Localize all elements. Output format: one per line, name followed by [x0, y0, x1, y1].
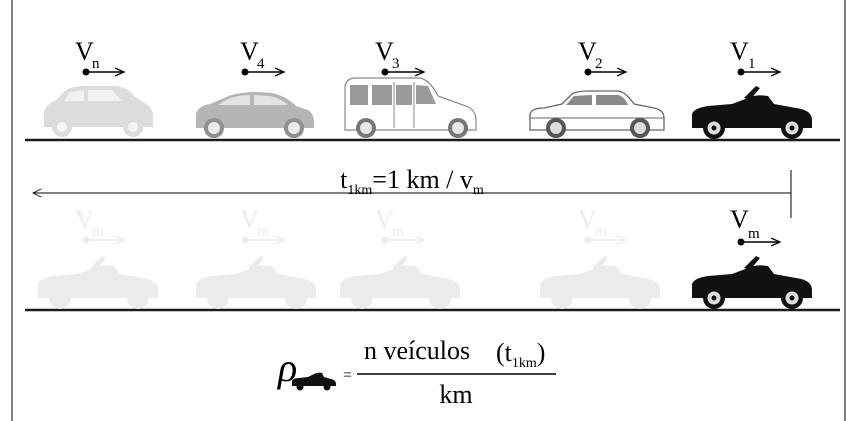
velocity-sub: 1 — [748, 56, 756, 72]
denominator-text: km — [439, 380, 472, 409]
car-vm-icon — [692, 256, 812, 309]
ghost-car-icon — [196, 256, 316, 309]
paren-open: (t — [496, 338, 513, 367]
ghost-car-icon — [340, 256, 460, 309]
ghost-velocity-label: V m — [75, 205, 124, 244]
velocity-label-vn: V n — [75, 37, 124, 76]
car-vn-icon — [44, 86, 153, 137]
velocity-sub: n — [92, 56, 100, 72]
velocity-sub: m — [748, 226, 760, 242]
velocity-sub: 3 — [392, 56, 400, 72]
equals-sign: = — [343, 367, 352, 384]
v-subscript: m — [473, 183, 484, 198]
velocity-sub: m — [595, 224, 607, 240]
density-car-icon — [292, 373, 336, 391]
time-span-label: t1km=1 km / vm — [340, 165, 484, 198]
car-v4-icon — [196, 92, 314, 138]
velocity-label-v3: V 3 — [375, 37, 424, 76]
density-formula: ρ = n veículos (t1km) km — [276, 336, 556, 409]
velocity-label-v1: V 1 — [730, 37, 780, 76]
numerator-text: n veículos — [364, 336, 470, 365]
velocity-sub: 2 — [595, 56, 603, 72]
car-v3-icon — [345, 78, 476, 138]
velocity-label-v4: V 4 — [240, 37, 284, 76]
velocity-label-vm: V m — [730, 205, 780, 246]
ghost-car-icon — [38, 256, 158, 309]
velocity-main: V — [730, 37, 749, 66]
velocity-main: V — [730, 205, 749, 234]
car-v1-icon — [692, 86, 812, 139]
ghost-velocity-label: V m — [578, 205, 626, 244]
velocity-sub: 4 — [257, 56, 265, 72]
numerator-parenthetical: (t1km) — [496, 338, 545, 371]
car-v2-icon — [530, 91, 664, 138]
velocity-sub: m — [392, 224, 404, 240]
paren-close: ) — [537, 338, 546, 367]
velocity-sub: m — [257, 224, 269, 240]
velocity-label-v2: V 2 — [578, 37, 626, 76]
ghost-car-icon — [540, 256, 660, 309]
velocity-sub: m — [92, 224, 104, 240]
ghost-velocity-label: V m — [240, 205, 284, 244]
ghost-velocity-label: V m — [375, 205, 424, 244]
time-span: t1km=1 km / vm — [33, 165, 791, 218]
paren-subscript: 1km — [512, 356, 537, 371]
t-subscript: 1km — [347, 183, 372, 198]
time-span-expression: =1 km / v — [372, 165, 473, 194]
